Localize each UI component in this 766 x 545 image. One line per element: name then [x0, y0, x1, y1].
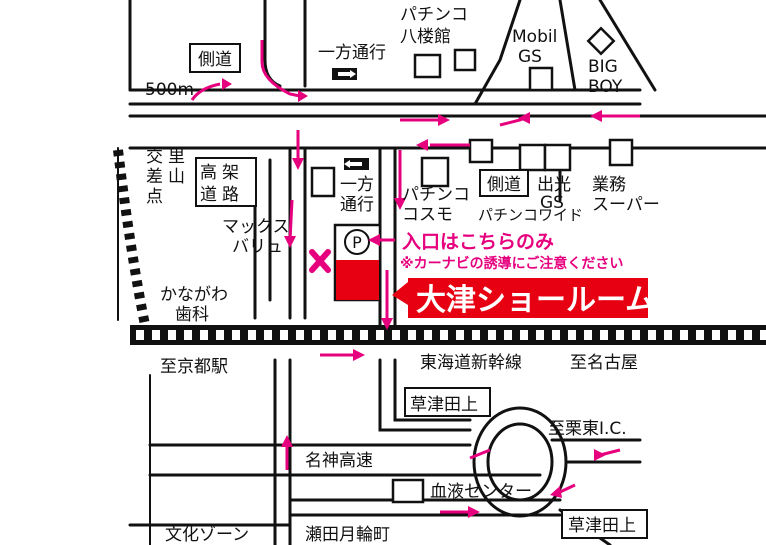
shinkansen-rail	[113, 149, 766, 345]
rail-tie	[584, 330, 592, 340]
rail-tie	[264, 330, 272, 340]
entrance-note: 入口はこちらのみ	[402, 231, 554, 253]
pachinko-cosmo-line1: パチンコ	[402, 185, 470, 205]
rail-tie	[536, 330, 544, 340]
rail-tie	[504, 330, 512, 340]
to-ritto-label: 至栗東I.C.	[548, 419, 627, 439]
pachinko-hachiroukan-line1: パチンコ	[400, 5, 468, 25]
to-kyoto-label: 至京都駅	[160, 357, 228, 377]
idemitsu-line1: 出光	[537, 175, 571, 195]
rail-tie	[552, 330, 560, 340]
kouka-char-4: 路	[222, 185, 239, 205]
road-network	[117, 0, 766, 545]
rail-tie	[360, 330, 368, 340]
showroom-block	[336, 260, 379, 300]
kusatsu-tagami-bottom-label: 草津田上	[568, 516, 636, 536]
showroom-banner: 大津ショールーム	[392, 278, 655, 318]
rail-tie	[280, 330, 288, 340]
rail-tie	[712, 330, 720, 340]
rail-tie	[408, 330, 416, 340]
kosaten-char-2: 差	[146, 167, 163, 187]
rail-tie	[616, 330, 624, 340]
pachinko-cosmo-line2: コスモ	[402, 205, 453, 225]
rail-tie	[440, 330, 448, 340]
rail-tie	[632, 330, 640, 340]
rail-tie	[328, 330, 336, 340]
rail-tie	[424, 330, 432, 340]
route-arrows	[190, 40, 640, 518]
rail-tie	[696, 330, 704, 340]
mobil-line2: GS	[518, 47, 542, 67]
rail-tie	[296, 330, 304, 340]
oneway-mid-line2: 通行	[340, 195, 374, 215]
rail-tie	[744, 330, 752, 340]
showroom-site: P	[333, 223, 382, 302]
pachinko-wide-label: パチンコワイド	[478, 206, 583, 224]
rail-tie	[472, 330, 480, 340]
sokudo-top-label: 側道	[198, 50, 232, 70]
kosaten-char-1: 交	[146, 147, 163, 167]
rail-tie	[216, 330, 224, 340]
buildings	[310, 26, 634, 504]
showroom-title: 大津ショールーム	[416, 283, 655, 318]
rail-tie	[376, 330, 384, 340]
oneway-mid-line1: 一方	[340, 175, 374, 195]
distance-label: 500m	[145, 80, 194, 100]
mobil-line1: Mobil	[512, 27, 557, 47]
rail-tie	[152, 330, 160, 340]
rail-tie	[760, 330, 766, 340]
satoyama-char-2: 山	[168, 167, 185, 187]
rail-tie	[136, 330, 144, 340]
bigboy-line2: BOY	[588, 77, 623, 97]
parking-icon	[344, 229, 370, 255]
rail-tie	[168, 330, 176, 340]
maxvalu-line1: マックス	[222, 217, 290, 237]
rail-tie	[392, 330, 400, 340]
rail-tie	[456, 330, 464, 340]
rail-tie	[520, 330, 528, 340]
seta-label: 瀬田月輪町	[305, 525, 390, 545]
rail-tie	[728, 330, 736, 340]
kouka-char-2: 架	[222, 163, 239, 183]
ketsueki-label: 血液センター	[430, 482, 532, 502]
parking-label: P	[352, 233, 362, 252]
rail-tie	[344, 330, 352, 340]
pachinko-hachiroukan-line2: 八楼館	[400, 27, 451, 47]
boxed-labels	[189, 43, 648, 539]
to-nagoya-label: 至名古屋	[570, 353, 638, 373]
rail-tie	[648, 330, 656, 340]
sokudo-right-label: 側道	[487, 175, 521, 195]
kouka-char-3: 道	[200, 185, 217, 205]
rail-tie	[680, 330, 688, 340]
tokaido-label: 東海道新幹線	[420, 352, 522, 373]
kosaten-char-3: 点	[146, 187, 163, 207]
rail-tie	[312, 330, 320, 340]
kouka-char-1: 高	[200, 163, 217, 183]
idemitsu-line2: GS	[540, 193, 564, 213]
oneway-arrows	[332, 68, 369, 170]
bigboy-line1: BIG	[588, 57, 618, 77]
meishin-label: 名神高速	[305, 451, 373, 471]
rail-tie	[600, 330, 608, 340]
rail-tie	[200, 330, 208, 340]
maxvalu-line2: バリュ	[232, 237, 283, 257]
dentist-line2: 歯科	[175, 305, 209, 325]
rail-tie	[664, 330, 672, 340]
dentist-line1: かながわ	[160, 285, 228, 305]
rail-tie	[488, 330, 496, 340]
gyomu-line1: 業務	[592, 175, 626, 195]
carnavi-note: ※カーナビの誘導にご注意ください	[400, 255, 623, 272]
oneway-top-label: 一方通行	[318, 43, 386, 63]
bunka-zone-label: 文化ゾーン	[165, 525, 249, 545]
satoyama-char-1: 里	[168, 147, 185, 167]
gyomu-line2: スーパー	[592, 195, 660, 215]
rail-tie	[568, 330, 576, 340]
kusatsu-tagami-top-label: 草津田上	[410, 395, 478, 415]
no-entry-x-icon	[309, 249, 331, 273]
rail-tie	[232, 330, 240, 340]
rail-tie	[248, 330, 256, 340]
rail-tie	[184, 330, 192, 340]
